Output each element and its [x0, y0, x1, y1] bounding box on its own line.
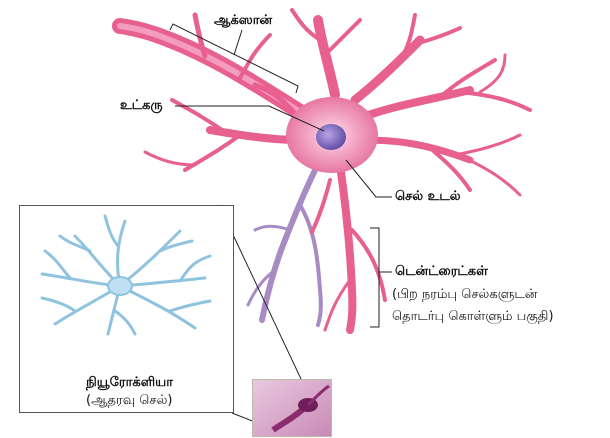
axon-leader: [234, 30, 242, 55]
neuroglia-inset: நியூரோக்ளியா (ஆதரவு செல்): [19, 205, 234, 413]
neuroglia-micrograph: [252, 379, 332, 437]
axon-bracket: [170, 24, 298, 93]
dendrites-description-line1: (பிற நரம்பு செல்களுடன்: [392, 286, 537, 303]
neuroglia-illustration: [20, 206, 232, 336]
neuroglia-description: (ஆதரவு செல்): [86, 392, 172, 409]
axon-label: ஆக்ஸான்: [214, 12, 272, 29]
cell-body-label: செல் உடல்: [395, 188, 461, 205]
dendrites-label: டென்ட்ரைட்கள்: [395, 263, 488, 280]
dendrites-description-line2: தொடர்பு கொள்ளும் பகுதி): [392, 308, 554, 325]
nucleus-label: உட்கரு: [120, 97, 163, 114]
neuroglia-title: நியூரோக்ளியா: [86, 374, 173, 391]
nucleus-shape: [316, 124, 346, 150]
